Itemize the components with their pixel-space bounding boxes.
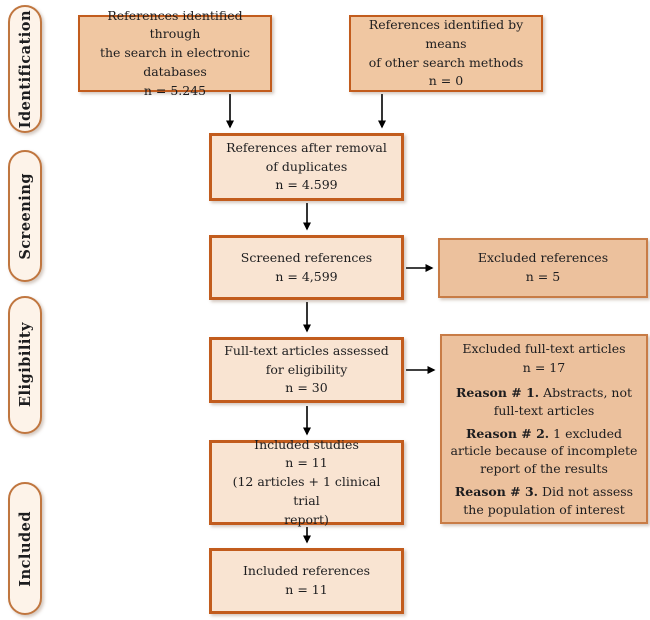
stage-screening: Screening [8, 150, 42, 282]
reason-text: Abstracts, not full-text articles [493, 385, 632, 418]
box-count: n = 4,599 [275, 268, 338, 284]
box-included-studies: Included studies n = 11 (12 articles + 1… [209, 437, 404, 527]
stage-identification: Identification [8, 5, 42, 133]
reason-text: 1 excluded article because of incomplete… [450, 425, 638, 477]
box-count: n = 4.599 [275, 177, 338, 193]
reason-label: Reason # 1. [456, 385, 540, 401]
box-references-identified-other-methods: References identified by means of other … [349, 15, 543, 92]
box-count: n = 30 [285, 380, 328, 396]
box-line: Included studies [254, 436, 359, 452]
box-excluded-references: Excluded references n = 5 [438, 238, 648, 298]
box-line: the search in electronic databases [99, 45, 251, 79]
box-line: of other search methods [368, 54, 524, 70]
box-line: Included references [242, 563, 371, 579]
exclusion-reason-1: Reason # 1. Abstracts, not full-text art… [450, 384, 638, 420]
box-excluded-fulltext-articles: Excluded full-text articles n = 17 Reaso… [440, 334, 648, 524]
box-screened-references: Screened references n = 4,599 [209, 235, 404, 300]
reason-label: Reason # 3. [454, 483, 539, 499]
box-count: n = 11 [285, 455, 328, 471]
box-line: for eligibility [265, 361, 348, 377]
exclusion-reason-3: Reason # 3. Did not assess the populatio… [450, 483, 638, 519]
box-count: n = 0 [428, 73, 464, 89]
stage-included: Included [8, 482, 42, 615]
box-count: n = 5 [525, 269, 561, 284]
box-count: n = 5.245 [143, 82, 207, 98]
box-line: References identified by means [368, 17, 524, 51]
box-line: Full-text articles assessed [224, 342, 389, 358]
box-line: report) [284, 511, 329, 527]
box-references-after-duplicates: References after removal of duplicates n… [209, 133, 404, 201]
box-fulltext-assessed: Full-text articles assessed for eligibil… [209, 337, 404, 403]
box-count: n = 11 [285, 582, 328, 597]
box-line: References after removal [226, 139, 387, 155]
box-line: Excluded full-text articles [462, 340, 626, 356]
box-count: n = 17 [522, 360, 566, 376]
reason-text: Did not assess the population of interes… [463, 483, 634, 517]
box-line: Screened references [240, 249, 373, 265]
stage-eligibility: Eligibility [8, 296, 42, 434]
stage-screening-label: Screening [16, 172, 34, 260]
box-line: of duplicates [265, 158, 348, 174]
box-line: (12 articles + 1 clinical trial [232, 474, 381, 508]
stage-identification-label: Identification [16, 9, 34, 129]
stage-included-label: Included [16, 510, 34, 587]
reason-label: Reason # 2. [466, 425, 550, 441]
box-included-references: Included references n = 11 [209, 548, 404, 614]
box-references-identified-databases: References identified through the search… [78, 8, 272, 98]
exclusion-reason-2: Reason # 2. 1 excluded article because o… [450, 425, 638, 478]
box-line: Excluded references [477, 250, 609, 266]
box-line: References identified through [107, 7, 243, 42]
stage-eligibility-label: Eligibility [16, 322, 34, 408]
